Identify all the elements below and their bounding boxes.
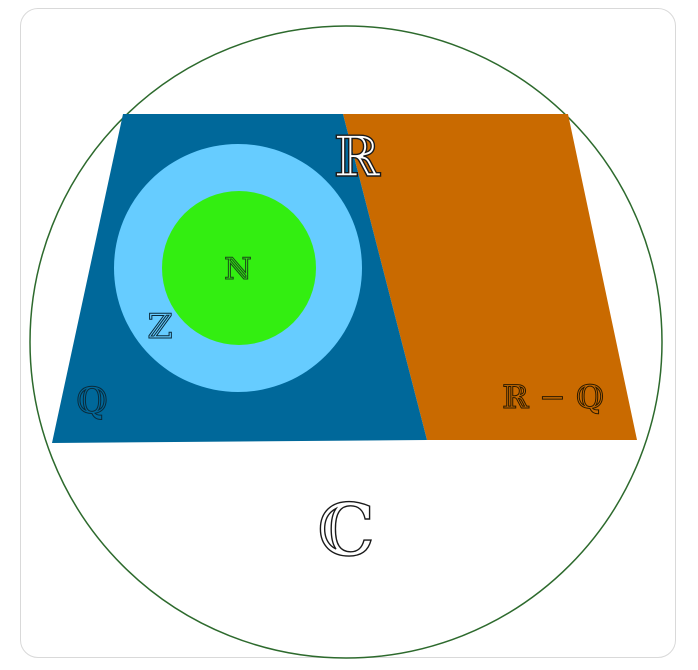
label-irrationals: ℝ − ℚ (502, 378, 604, 416)
label-reals: ℝ (334, 125, 382, 190)
label-rationals: ℚ (76, 381, 107, 422)
irrationals-region (343, 114, 637, 440)
naturals-disc (162, 191, 316, 345)
label-complex: ℂ (317, 488, 374, 572)
label-integers: ℤ (148, 307, 173, 347)
label-naturals: ℕ (224, 252, 251, 287)
